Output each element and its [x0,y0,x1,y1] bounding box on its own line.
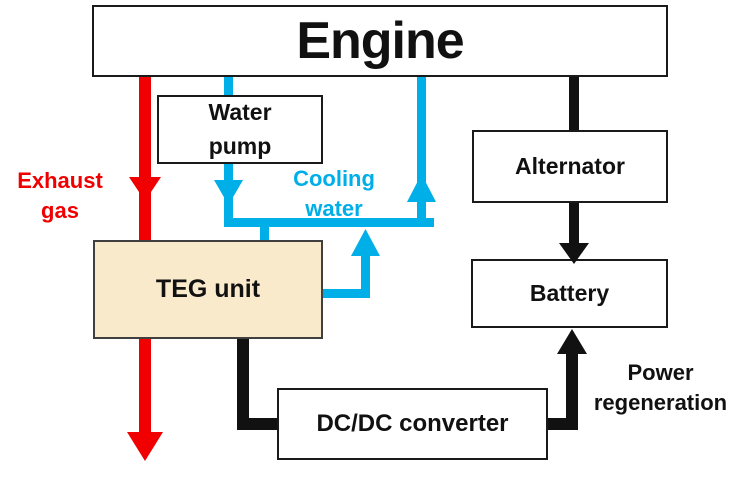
dcdc-converter-box: DC/DC converter [277,388,548,460]
exhaust-line-teg-to-outlet [139,338,151,434]
coolant-line-return-to-engine [417,75,426,223]
power-line-teg-down [237,338,249,430]
coolant-line-teg-out-vertical [361,252,370,298]
power-line-alternator-to-battery [569,203,579,245]
alternator-label: Alternator [515,153,625,179]
dcdc-converter-label: DC/DC converter [316,410,509,437]
coolant-arrowhead-up [407,174,436,202]
exhaust-arrowhead-end [127,432,163,461]
teg-unit-label: TEG unit [155,275,261,303]
coolant-line-engine-to-pump [224,75,233,97]
water-pump-label: Water pump [208,99,272,159]
coolant-stub-to-teg [260,225,269,241]
power-line-dcdc-to-battery [566,352,578,430]
cooling-water-label: Cooling water [293,166,375,221]
power-regeneration-label: Power regeneration [593,360,728,415]
engine-label: Engine [296,12,464,70]
coolant-line-teg-out-horizontal [322,289,370,298]
power-flow-back [237,75,579,430]
power-line-teg-to-dcdc [237,418,279,430]
battery-box: Battery [471,259,668,328]
power-line-engine-to-alternator [569,75,579,133]
alternator-box: Alternator [472,130,668,203]
power-flow-front [548,203,589,430]
exhaust-gas-flow [127,75,163,461]
cooling-water-flow [214,75,436,298]
exhaust-line-engine-to-teg [139,75,151,241]
power-arrowhead-into-battery [559,243,589,264]
battery-label: Battery [529,280,610,306]
water-pump-box: Water pump [157,95,323,164]
coolant-arrowhead-teg-return [351,229,380,256]
exhaust-gas-label: Exhaust gas [17,168,103,223]
exhaust-arrowhead-mid [129,177,161,201]
coolant-arrowhead-down [214,180,243,205]
coolant-manifold-line [224,218,434,227]
engine-box: Engine [92,5,668,77]
power-arrowhead-regeneration [557,329,587,354]
teg-unit-box: TEG unit [93,240,323,339]
